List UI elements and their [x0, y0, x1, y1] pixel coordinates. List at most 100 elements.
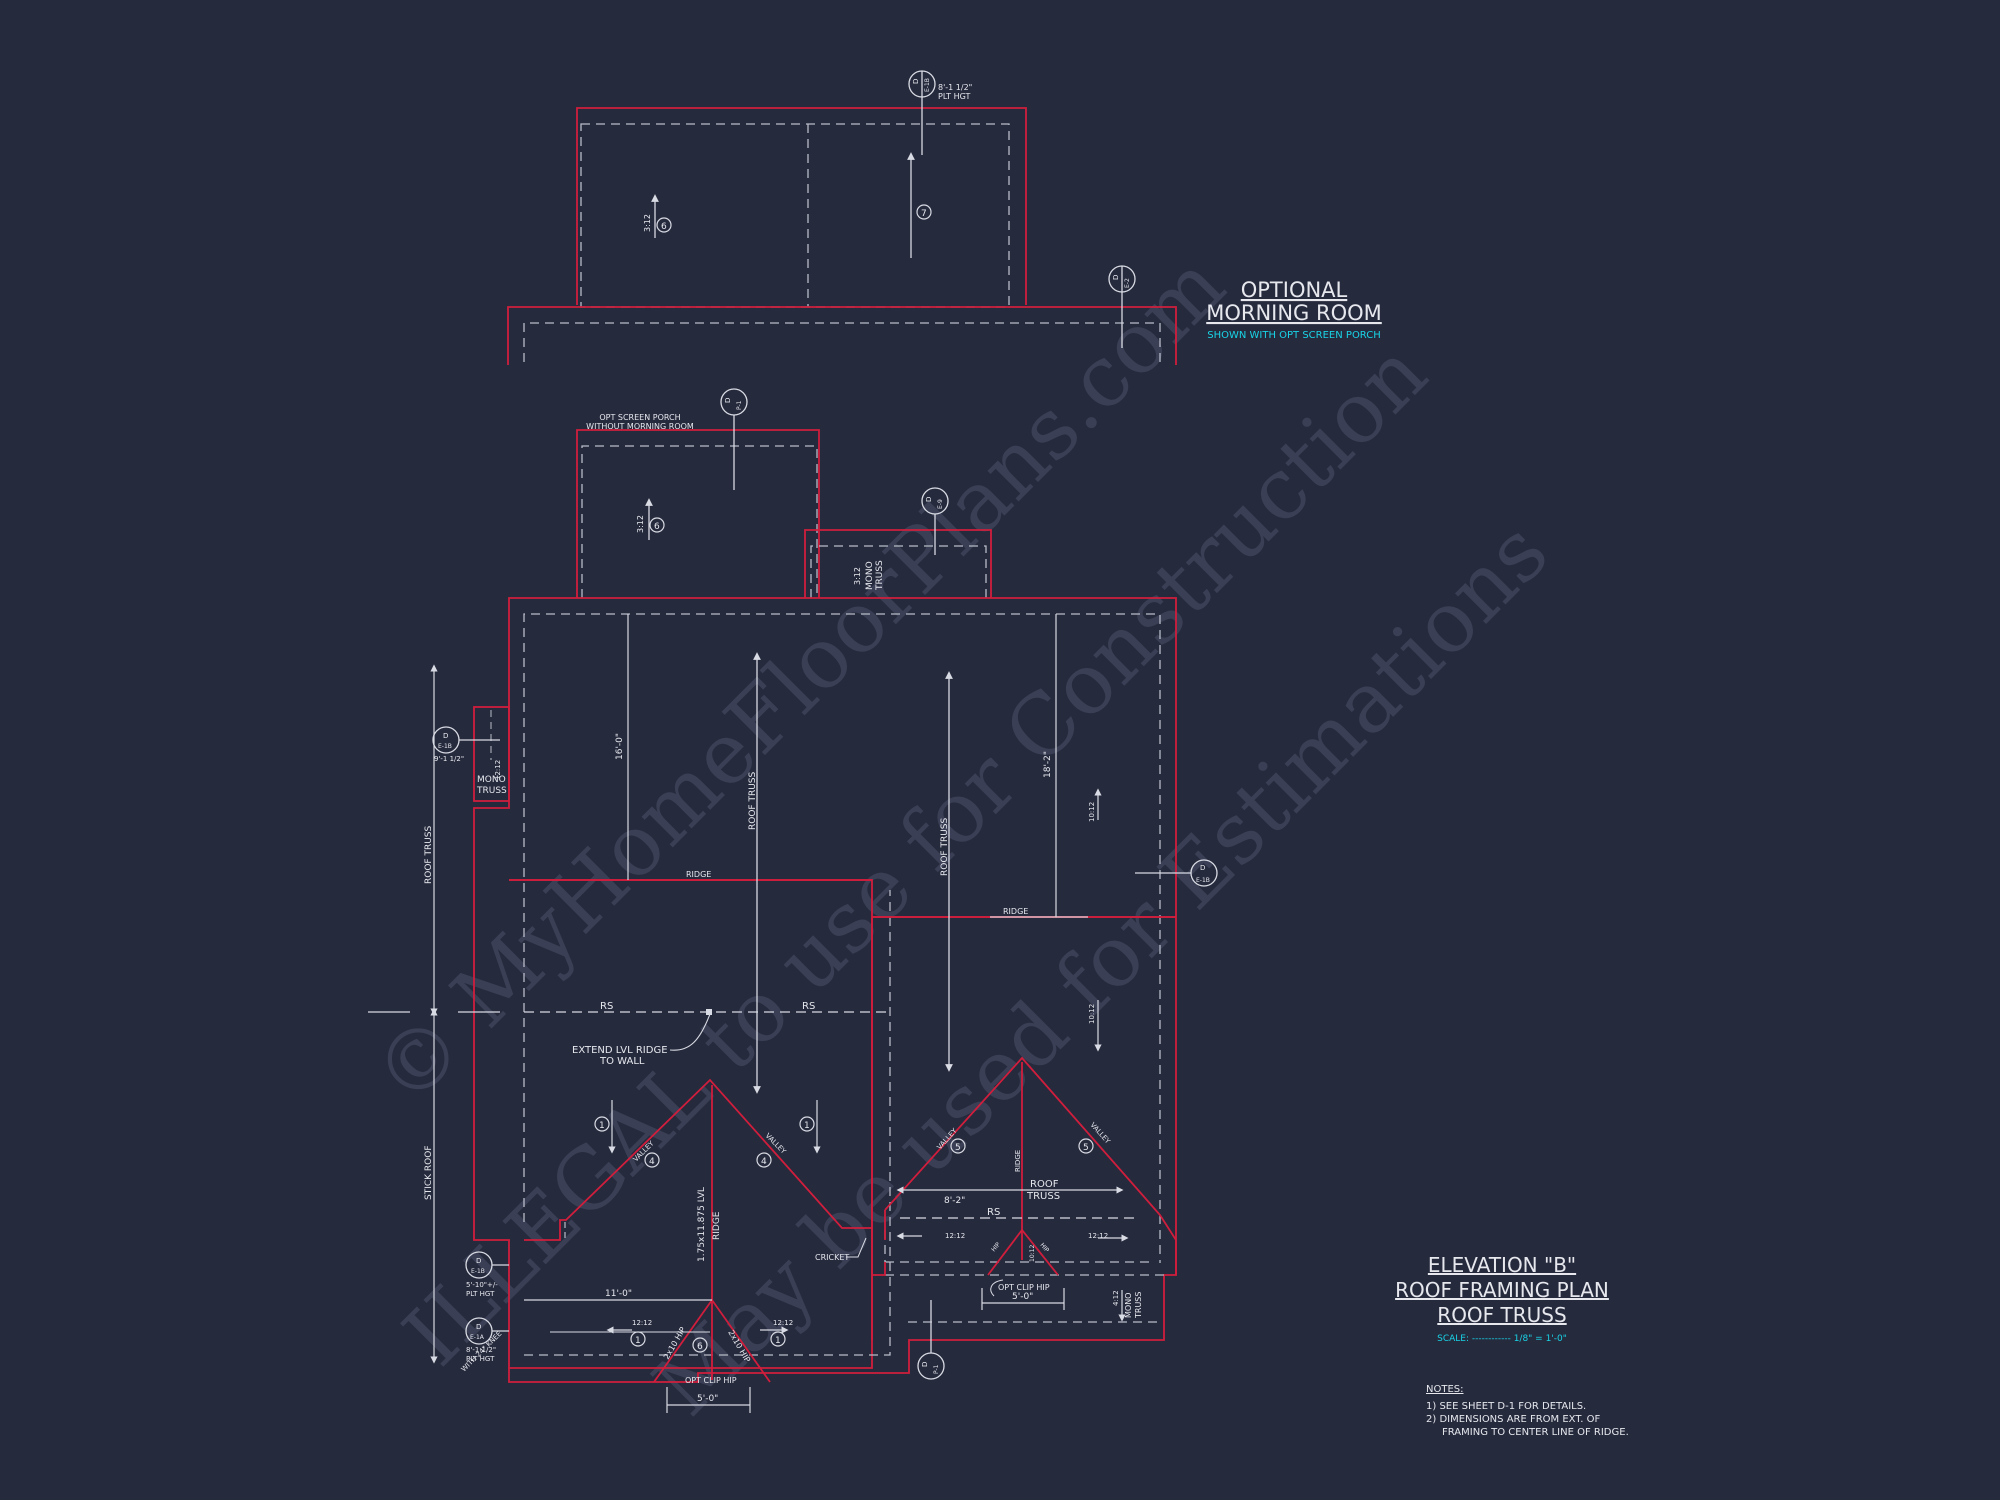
dim-5-0-bottom: 5'-0": [697, 1394, 718, 1404]
title-roof-truss: ROOF TRUSS: [1437, 1303, 1566, 1327]
callout-1-b: 1: [804, 1121, 810, 1131]
screen-porch-roof: OPT SCREEN PORCH WITHOUT MORNING ROOM 3:…: [576, 388, 820, 598]
morning-room-roof: 3:12 6 7 D E-1B 8'-1 1/2" PLT HGT D E-2: [507, 70, 1177, 365]
pitch-10-12-lower: 10:12: [1088, 1004, 1096, 1024]
morning-plt-hgt-label: PLT HGT: [938, 92, 971, 101]
dim-11-0: 11'-0": [605, 1289, 632, 1299]
dim-8-2: 8'-2": [944, 1196, 965, 1206]
rs-label-right: RS: [802, 1001, 815, 1012]
callout-6-hip: 6: [697, 1342, 703, 1352]
section-marker-porch-p: P-1: [736, 400, 743, 410]
lower-mono-label-2: TRUSS: [1134, 1292, 1143, 1319]
left-height-top: 9'-1 1/2": [434, 755, 464, 763]
pitch-12-12-bl: 12:12: [632, 1319, 652, 1327]
section-marker-top-e: E-1B: [924, 78, 931, 92]
left-height-mid-1: 5'-10"+/-: [466, 1281, 498, 1289]
left-marker-3-e: E-1A: [470, 1334, 485, 1341]
left-marker-1-e: E-1B: [438, 743, 452, 750]
left-mono-label-2: TRUSS: [476, 786, 507, 796]
left-height-bot-2: PLT HGT: [466, 1355, 495, 1363]
opt-clip-hip-right: OPT CLIP HIP: [998, 1283, 1050, 1292]
callout-7-morning: 7: [921, 209, 927, 219]
lvl-ridge-label-1: 1.75x11.875 LVL: [697, 1187, 707, 1262]
pitch-10-12-upper: 10:12: [1088, 802, 1096, 822]
hip-small-right: HIP: [1038, 1242, 1050, 1254]
section-marker-top-d: D: [912, 79, 920, 84]
dim-5-0-right: 5'-0": [1012, 1292, 1033, 1302]
section-marker-mono-e: E-9: [937, 499, 944, 509]
left-mono-label-1: MONO: [477, 775, 506, 785]
watermark-line-2: ILLEGAL to use for Construction: [385, 324, 1446, 1385]
ridge-label-right: RIDGE: [1003, 907, 1028, 916]
title-scale: SCALE: ------------ 1/8" = 1'-0": [1437, 1334, 1567, 1344]
lvl-ridge-label-2: RIDGE: [712, 1211, 722, 1240]
section-marker-mono-d: D: [925, 497, 933, 502]
roof-truss-label-mid: ROOF TRUSS: [940, 817, 950, 876]
hip-small-left: HIP: [990, 1241, 1002, 1253]
ridge-label-left: RIDGE: [686, 870, 711, 879]
pitch-10-12-hip: 10:12: [1029, 1245, 1036, 1262]
notes-item-1: 1) SEE SHEET D-1 FOR DETAILS.: [1426, 1401, 1586, 1412]
title-elevation: ELEVATION "B": [1428, 1253, 1576, 1277]
morning-room-title: OPTIONAL MORNING ROOM SHOWN WITH OPT SCR…: [1206, 278, 1382, 341]
callout-1-a: 1: [599, 1121, 605, 1131]
section-marker-mr-e: E-2: [1124, 278, 1131, 288]
callout-5-b: 5: [1083, 1143, 1089, 1153]
morning-plt-hgt: 8'-1 1/2": [938, 83, 972, 92]
stick-roof-vertical-label: STICK ROOF: [424, 1145, 434, 1200]
title-block: ELEVATION "B" ROOF FRAMING PLAN ROOF TRU…: [1395, 1253, 1609, 1344]
morning-room-subtitle: SHOWN WITH OPT SCREEN PORCH: [1207, 330, 1381, 341]
left-marker-1-d: D: [443, 732, 448, 740]
section-marker-bottom-p: P-1: [933, 1364, 940, 1374]
left-marker-2-e: E-1B: [471, 1268, 485, 1275]
mono-truss-top: 3:12 MONO TRUSS D E-9: [804, 487, 992, 598]
lower-mono-pitch: 4:12: [1112, 1290, 1120, 1306]
screen-porch-pitch: 3:12: [636, 515, 645, 533]
morning-room-title-2: MORNING ROOM: [1206, 301, 1382, 325]
rs-label-lower: RS: [987, 1207, 1000, 1218]
rs-label-left: RS: [600, 1001, 613, 1012]
callout-1-d: 1: [775, 1336, 781, 1346]
left-mono-pitch: 12:12: [494, 760, 502, 780]
roof-truss-right-1: ROOF: [1030, 1179, 1059, 1190]
callout-6-porch: 6: [654, 522, 660, 532]
extend-lvl-ridge-2: TO WALL: [599, 1056, 645, 1067]
section-marker-mr-d: D: [1112, 275, 1120, 280]
cricket-label: CRICKET: [815, 1253, 849, 1262]
morning-room-title-1: OPTIONAL: [1241, 278, 1348, 302]
mono-pitch: 3:12: [853, 567, 862, 585]
lower-mono-label-1: MONO: [1124, 1293, 1133, 1318]
callout-4-a: 4: [649, 1157, 655, 1167]
section-marker-right-e: E-1B: [1196, 877, 1210, 884]
left-marker-2-d: D: [476, 1257, 481, 1265]
pitch-12-12-r2: 12:12: [1088, 1232, 1108, 1240]
left-height-bot-1: 8'-1 1/2": [466, 1346, 496, 1354]
notes-item-2a: 2) DIMENSIONS ARE FROM EXT. OF: [1426, 1414, 1601, 1425]
opt-clip-hip-bottom: OPT CLIP HIP: [685, 1376, 737, 1385]
dim-18-2: 18'-2": [1043, 751, 1053, 778]
roof-truss-right-2: TRUSS: [1026, 1191, 1060, 1202]
screen-porch-label-1: OPT SCREEN PORCH: [599, 413, 680, 422]
ridge-label-vertical: RIDGE: [1014, 1150, 1022, 1172]
left-marker-3-d: D: [476, 1323, 481, 1331]
watermark: © MyHomeFloorPlans.com ILLEGAL to use fo…: [355, 236, 1567, 1434]
callout-4-b: 4: [761, 1157, 767, 1167]
callout-1-c: 1: [635, 1336, 641, 1346]
roof-truss-vertical-label: ROOF TRUSS: [424, 825, 434, 884]
dim-16-0: 16'-0": [615, 733, 625, 760]
notes-item-2b: FRAMING TO CENTER LINE OF RIDGE.: [1442, 1427, 1629, 1438]
morning-room-pitch: 3:12: [643, 214, 652, 232]
pitch-12-12-r1: 12:12: [945, 1232, 965, 1240]
notes-block: NOTES: 1) SEE SHEET D-1 FOR DETAILS. 2) …: [1426, 1384, 1629, 1438]
callout-6-morning: 6: [661, 222, 667, 232]
mono-label-1: MONO: [865, 561, 875, 590]
mono-label-2: TRUSS: [875, 560, 885, 591]
pitch-12-12-br: 12:12: [773, 1319, 793, 1327]
left-height-mid-2: PLT HGT: [466, 1290, 495, 1298]
title-roof-framing-plan: ROOF FRAMING PLAN: [1395, 1278, 1609, 1302]
section-marker-porch-d: D: [724, 398, 732, 403]
screen-porch-label-2: WITHOUT MORNING ROOM: [586, 422, 694, 431]
roof-truss-label-left: ROOF TRUSS: [748, 771, 758, 830]
section-marker-right-d: D: [1200, 864, 1205, 872]
